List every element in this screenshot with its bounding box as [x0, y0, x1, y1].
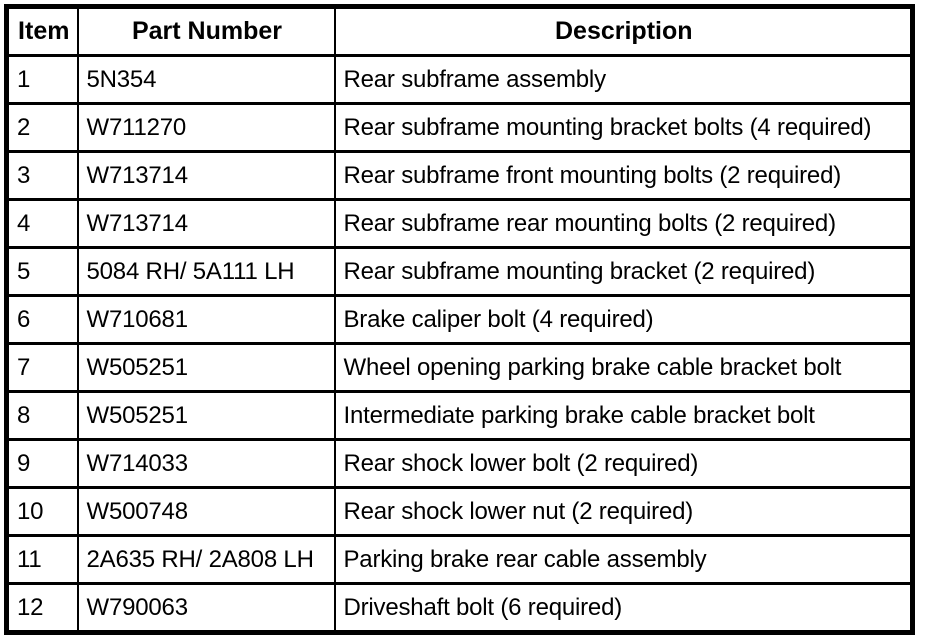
part-number-cell: W713714 — [76, 198, 336, 249]
item-cell: 5 — [5, 246, 79, 297]
item-cell: 11 — [5, 534, 79, 585]
item-cell: 1 — [5, 54, 79, 105]
item-cell: 7 — [5, 342, 79, 393]
description-cell: Rear subframe front mounting bolts (2 re… — [333, 150, 914, 201]
item-cell: 3 — [5, 150, 79, 201]
part-number-cell: W713714 — [76, 150, 336, 201]
header-cell-part-number: Part Number — [76, 5, 336, 57]
description-cell: Rear subframe assembly — [333, 54, 914, 105]
description-cell: Wheel opening parking brake cable bracke… — [333, 342, 914, 393]
part-number-cell: W505251 — [76, 390, 336, 441]
description-cell: Rear shock lower nut (2 required) — [333, 486, 914, 537]
part-number-cell: W711270 — [76, 102, 336, 153]
description-cell: Rear subframe rear mounting bolts (2 req… — [333, 198, 914, 249]
item-cell: 12 — [5, 582, 79, 634]
description-cell: Brake caliper bolt (4 required) — [333, 294, 914, 345]
part-number-cell: 5N354 — [76, 54, 336, 105]
part-number-cell: 5084 RH/ 5A111 LH — [76, 246, 336, 297]
description-cell: Rear subframe mounting bracket (2 requir… — [333, 246, 914, 297]
description-cell: Rear subframe mounting bracket bolts (4 … — [333, 102, 914, 153]
description-cell: Driveshaft bolt (6 required) — [333, 582, 914, 634]
description-cell: Rear shock lower bolt (2 required) — [333, 438, 914, 489]
item-cell: 8 — [5, 390, 79, 441]
description-cell: Parking brake rear cable assembly — [333, 534, 914, 585]
part-number-cell: W790063 — [76, 582, 336, 634]
item-cell: 9 — [5, 438, 79, 489]
part-number-cell: W505251 — [76, 342, 336, 393]
header-cell-description: Description — [333, 5, 914, 57]
part-number-cell: 2A635 RH/ 2A808 LH — [76, 534, 336, 585]
part-number-cell: W714033 — [76, 438, 336, 489]
item-cell: 10 — [5, 486, 79, 537]
part-number-cell: W710681 — [76, 294, 336, 345]
item-cell: 4 — [5, 198, 79, 249]
item-cell: 6 — [5, 294, 79, 345]
item-cell: 2 — [5, 102, 79, 153]
part-number-cell: W500748 — [76, 486, 336, 537]
header-cell-item: Item — [5, 5, 79, 57]
description-cell: Intermediate parking brake cable bracket… — [333, 390, 914, 441]
